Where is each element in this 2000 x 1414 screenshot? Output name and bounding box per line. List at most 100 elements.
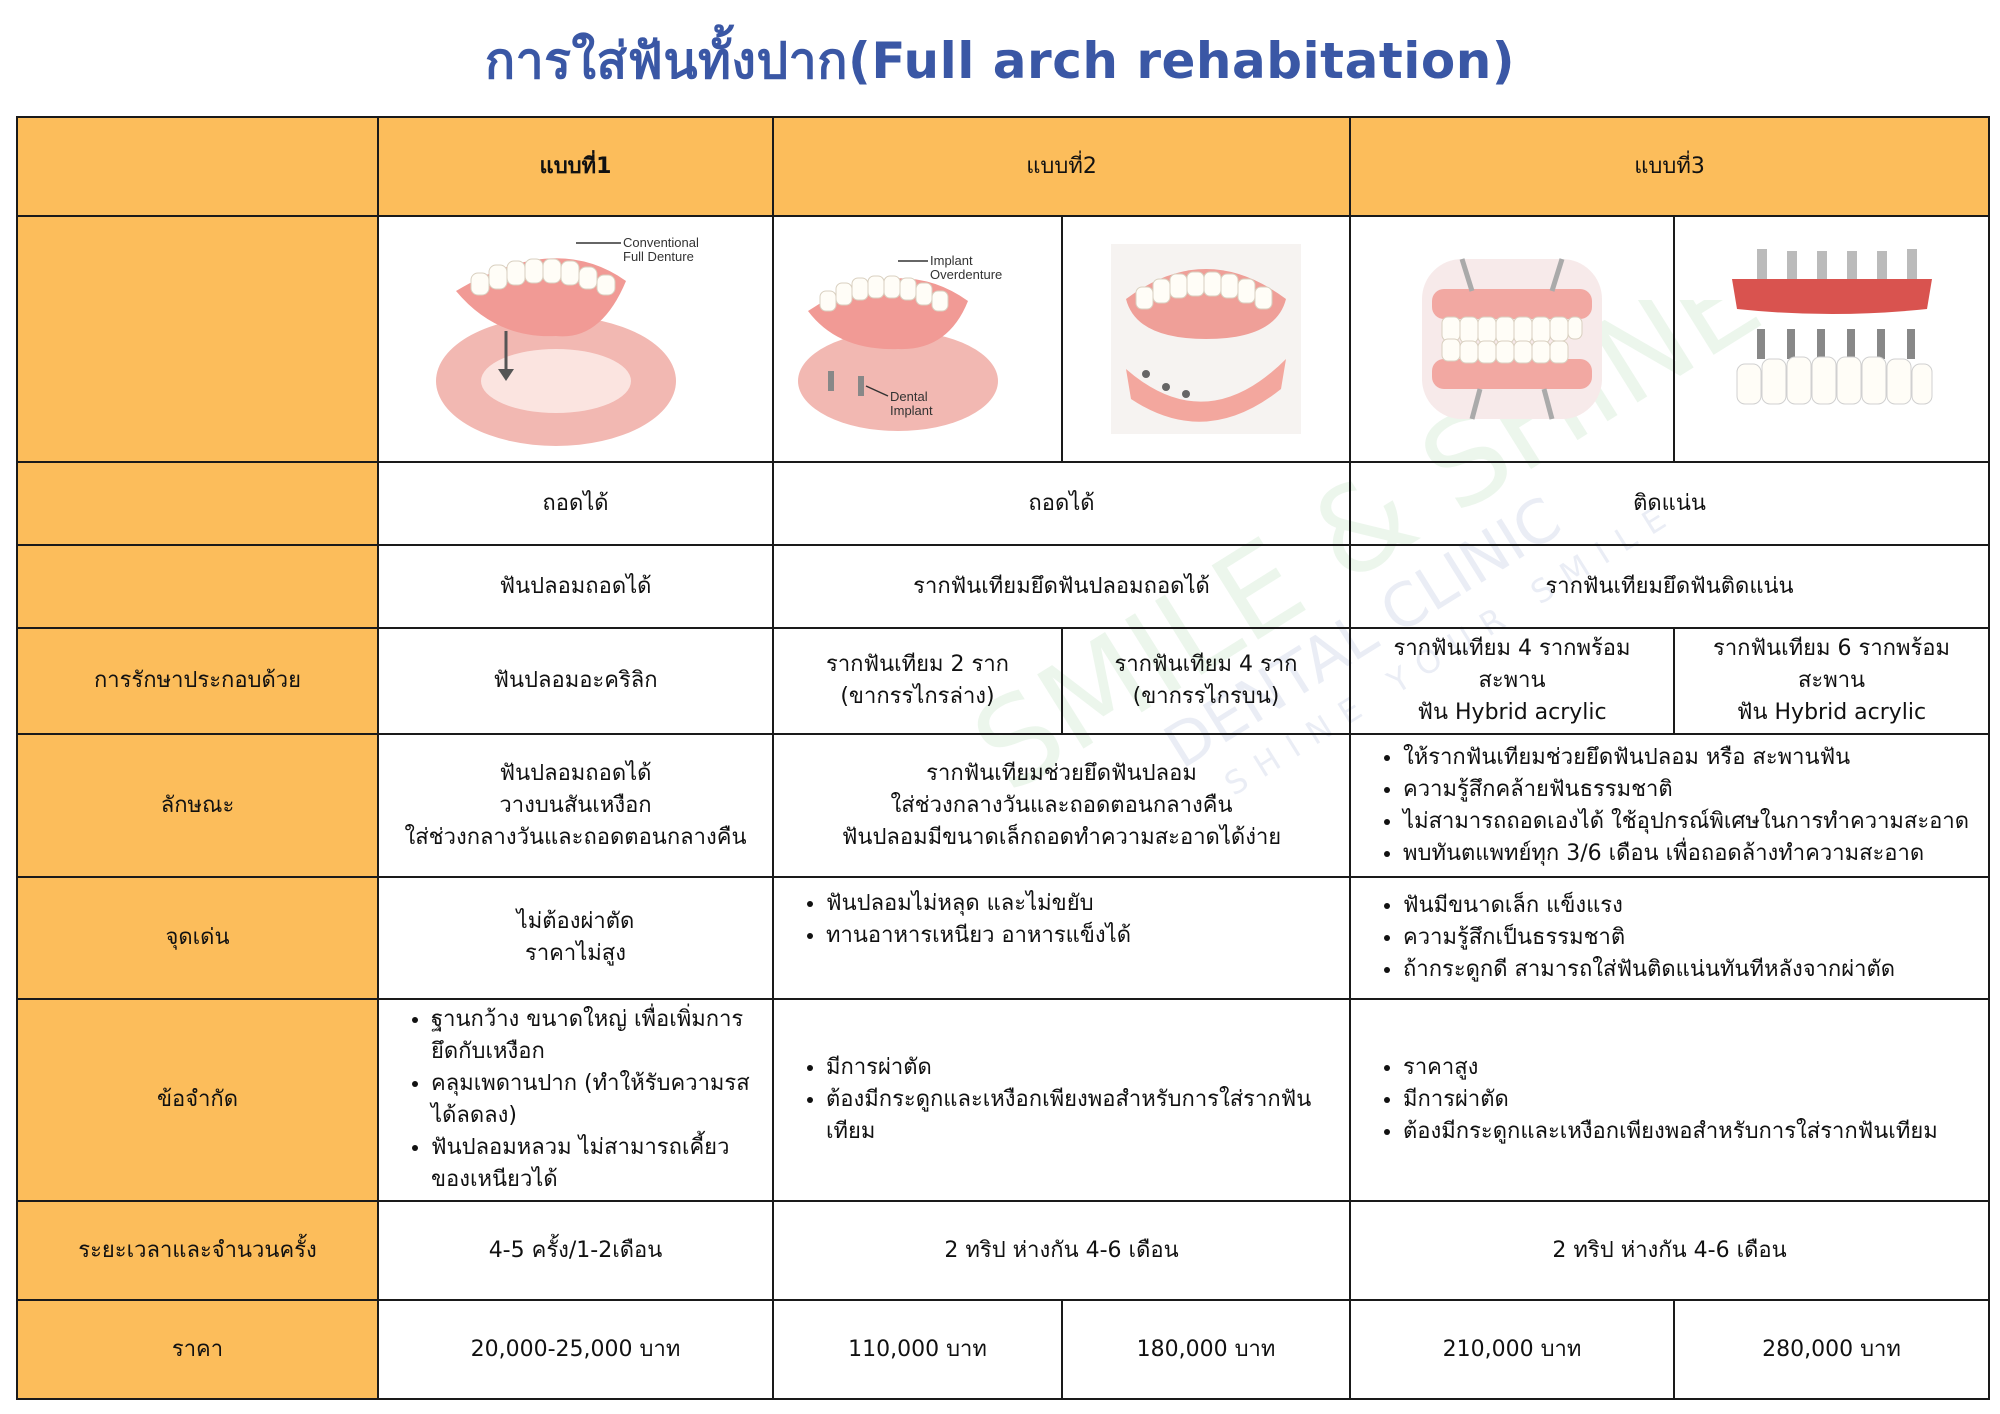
image-implant-overdenture: Implant Overdenture Dental Implant <box>772 215 1063 463</box>
treatment-type3b-line1: รากฟันเทียม 6 รากพร้อมสะพาน <box>1713 636 1951 693</box>
row-price: ราคา 20,000-25,000 บาท 110,000 บาท 180,0… <box>16 1299 1991 1400</box>
img2-caption-2: Overdenture <box>930 267 1002 282</box>
highlights-type1-line: ราคาไม่สูง <box>525 941 626 966</box>
treatment-type3a-line2: ฟัน Hybrid acrylic <box>1417 700 1607 725</box>
limitations-type1: ฐานกว้าง ขนาดใหญ่ เพื่อเพิ่มการยึดกับเหง… <box>377 998 774 1202</box>
features-type2-line: ฟันปลอมมีขนาดเล็กถอดทำความสะอาดได้ง่าย <box>841 824 1282 850</box>
treatment-type2a-line2: (ขากรรไกรล่าง) <box>840 684 995 709</box>
treatment-type2b-line2: (ขากรรไกรบน) <box>1132 684 1280 709</box>
list-item: ฟันปลอมไม่หลุด และไม่ขยับ <box>826 888 1339 920</box>
highlights-type3-list: ฟันมีขนาดเล็ก แข็งแรง ความรู้สึกเป็นธรรม… <box>1361 890 1978 986</box>
price-type2a: 110,000 บาท <box>772 1299 1063 1400</box>
row-price-label: ราคา <box>16 1299 379 1400</box>
header-empty-cell <box>16 116 379 217</box>
row-kind-label <box>16 544 379 629</box>
list-item: ให้รากฟันเทียมช่วยยึดฟันปลอม หรือ สะพานฟ… <box>1403 742 1978 774</box>
features-type3-list: ให้รากฟันเทียมช่วยยึดฟันปลอม หรือ สะพานฟ… <box>1361 742 1978 870</box>
list-item: ต้องมีกระดูกและเหงือกเพียงพอสำหรับการใส่… <box>1403 1116 1978 1148</box>
removable-type2: ถอดได้ <box>771 461 1352 546</box>
image-all-on-4 <box>1349 215 1676 463</box>
treatment-type1: ฟันปลอมอะคริลิก <box>377 627 774 735</box>
page-title: การใส่ฟันทั้งปาก(Full arch rehabitation) <box>484 32 1516 90</box>
list-item: ราคาสูง <box>1403 1052 1978 1084</box>
image-row-label <box>16 215 379 463</box>
limitations-type2-list: มีการผ่าตัด ต้องมีกระดูกและเหงือกเพียงพอ… <box>784 1052 1339 1148</box>
features-type2: รากฟันเทียมช่วยยึดฟันปลอม ใส่ช่วงกลางวัน… <box>771 733 1352 878</box>
img1-caption-1: Conventional <box>623 235 699 250</box>
image-conventional-denture: Conventional Full Denture <box>377 215 774 463</box>
header-type3: แบบที่3 <box>1349 116 1991 217</box>
image-row: Conventional Full Denture Implant Overde… <box>16 215 1991 463</box>
features-type3: ให้รากฟันเทียมช่วยยึดฟันปลอม หรือ สะพานฟ… <box>1349 733 1991 878</box>
row-duration-label: ระยะเวลาและจำนวนครั้ง <box>16 1200 379 1301</box>
removable-type3: ติดแน่น <box>1349 461 1991 546</box>
list-item: พบทันตแพทย์ทุก 3/6 เดือน เพื่อถอดล้างทำค… <box>1403 838 1978 870</box>
list-item: ต้องมีกระดูกและเหงือกเพียงพอสำหรับการใส่… <box>826 1084 1339 1148</box>
row-highlights-label: จุดเด่น <box>16 876 379 1000</box>
duration-type3: 2 ทริป ห่างกัน 4-6 เดือน <box>1349 1200 1991 1301</box>
duration-type1: 4-5 ครั้ง/1-2เดือน <box>377 1200 774 1301</box>
img2-caption-1: Implant <box>930 253 973 268</box>
img2-caption-4: Implant <box>890 403 933 418</box>
highlights-type2-list: ฟันปลอมไม่หลุด และไม่ขยับ ทานอาหารเหนียว… <box>784 888 1339 952</box>
price-type2b: 180,000 บาท <box>1060 1299 1352 1400</box>
kind-type2: รากฟันเทียมยึดฟันปลอมถอดได้ <box>771 544 1352 629</box>
list-item: ทานอาหารเหนียว อาหารแข็งได้ <box>826 920 1339 952</box>
features-type2-line: รากฟันเทียมช่วยยึดฟันปลอม <box>926 760 1197 786</box>
features-type2-line: ใส่ช่วงกลางวันและถอดตอนกลางคืน <box>890 792 1233 818</box>
row-kind: ฟันปลอมถอดได้ รากฟันเทียมยึดฟันปลอมถอดได… <box>16 544 1991 629</box>
list-item: ฐานกว้าง ขนาดใหญ่ เพื่อเพิ่มการยึดกับเหง… <box>431 1004 762 1068</box>
row-features-label: ลักษณะ <box>16 733 379 878</box>
header-type2: แบบที่2 <box>771 116 1352 217</box>
list-item: ความรู้สึกคล้ายฟันธรรมชาติ <box>1403 774 1978 806</box>
list-item: ถ้ากระดูกดี สามารถใส่ฟันติดแน่นทันทีหลัง… <box>1403 954 1978 986</box>
treatment-type3b: รากฟันเทียม 6 รากพร้อมสะพานฟัน Hybrid ac… <box>1673 627 1991 735</box>
features-type1-line: ใส่ช่วงกลางวันและถอดตอนกลางคืน <box>404 824 747 850</box>
limitations-type3-list: ราคาสูง มีการผ่าตัด ต้องมีกระดูกและเหงือ… <box>1361 1052 1978 1148</box>
row-features: ลักษณะ ฟันปลอมถอดได้ วางบนสันเหงือก ใส่ช… <box>16 733 1991 878</box>
treatment-type2a-line1: รากฟันเทียม 2 ราก <box>826 652 1009 677</box>
price-type3b: 280,000 บาท <box>1673 1299 1991 1400</box>
row-duration: ระยะเวลาและจำนวนครั้ง 4-5 ครั้ง/1-2เดือน… <box>16 1200 1991 1301</box>
row-removable-label <box>16 461 379 546</box>
treatment-type2b-line1: รากฟันเทียม 4 ราก <box>1114 652 1298 677</box>
img2-caption-3: Dental <box>890 389 928 404</box>
features-type1-line: ฟันปลอมถอดได้ <box>499 760 652 786</box>
header-row: แบบที่1 แบบที่2 แบบที่3 <box>16 116 1991 217</box>
image-upper-overdenture <box>1060 215 1352 463</box>
price-type3a: 210,000 บาท <box>1349 1299 1676 1400</box>
price-type1: 20,000-25,000 บาท <box>377 1299 774 1400</box>
highlights-type3: ฟันมีขนาดเล็ก แข็งแรง ความรู้สึกเป็นธรรม… <box>1349 876 1991 1000</box>
features-type1: ฟันปลอมถอดได้ วางบนสันเหงือก ใส่ช่วงกลาง… <box>377 733 774 878</box>
limitations-type1-list: ฐานกว้าง ขนาดใหญ่ เพื่อเพิ่มการยึดกับเหง… <box>389 1004 762 1196</box>
limitations-type3: ราคาสูง มีการผ่าตัด ต้องมีกระดูกและเหงือ… <box>1349 998 1991 1202</box>
row-highlights: จุดเด่น ไม่ต้องผ่าตัด ราคาไม่สูง ฟันปลอม… <box>16 876 1991 1000</box>
row-treatment: การรักษาประกอบด้วย ฟันปลอมอะคริลิก รากฟั… <box>16 627 1991 735</box>
row-limitations-label: ข้อจำกัด <box>16 998 379 1202</box>
features-type1-line: วางบนสันเหงือก <box>499 792 652 818</box>
kind-type3: รากฟันเทียมยึดฟันติดแน่น <box>1349 544 1991 629</box>
list-item: ความรู้สึกเป็นธรรมชาติ <box>1403 922 1978 954</box>
list-item: ฟันมีขนาดเล็ก แข็งแรง <box>1403 890 1978 922</box>
img1-caption-2: Full Denture <box>623 249 694 264</box>
treatment-type3b-line2: ฟัน Hybrid acrylic <box>1736 700 1927 725</box>
treatment-type3a: รากฟันเทียม 4 รากพร้อมสะพานฟัน Hybrid ac… <box>1349 627 1676 735</box>
treatment-type3a-line1: รากฟันเทียม 4 รากพร้อมสะพาน <box>1393 636 1631 693</box>
limitations-type2: มีการผ่าตัด ต้องมีกระดูกและเหงือกเพียงพอ… <box>771 998 1352 1202</box>
row-limitations: ข้อจำกัด ฐานกว้าง ขนาดใหญ่ เพื่อเพิ่มการ… <box>16 998 1991 1202</box>
list-item: มีการผ่าตัด <box>1403 1084 1978 1116</box>
list-item: คลุมเพดานปาก (ทำให้รับความรสได้ลดลง) <box>431 1068 762 1132</box>
header-type1: แบบที่1 <box>377 116 774 217</box>
treatment-type2b: รากฟันเทียม 4 ราก (ขากรรไกรบน) <box>1060 627 1352 735</box>
treatment-type2a: รากฟันเทียม 2 ราก (ขากรรไกรล่าง) <box>772 627 1063 735</box>
list-item: ฟันปลอมหลวม ไม่สามารถเคี้ยวของเหนียวได้ <box>431 1132 762 1196</box>
removable-type1: ถอดได้ <box>377 461 774 546</box>
row-treatment-label: การรักษาประกอบด้วย <box>16 627 379 735</box>
comparison-table: แบบที่1 แบบที่2 แบบที่3 Conventional <box>16 116 1991 1400</box>
kind-type1: ฟันปลอมถอดได้ <box>377 544 774 629</box>
duration-type2: 2 ทริป ห่างกัน 4-6 เดือน <box>771 1200 1352 1301</box>
list-item: มีการผ่าตัด <box>826 1052 1339 1084</box>
list-item: ไม่สามารถถอดเองได้ ใช้อุปกรณ์พิเศษในการท… <box>1403 806 1978 838</box>
highlights-type1: ไม่ต้องผ่าตัด ราคาไม่สูง <box>377 876 774 1000</box>
image-all-on-6 <box>1673 215 1991 463</box>
